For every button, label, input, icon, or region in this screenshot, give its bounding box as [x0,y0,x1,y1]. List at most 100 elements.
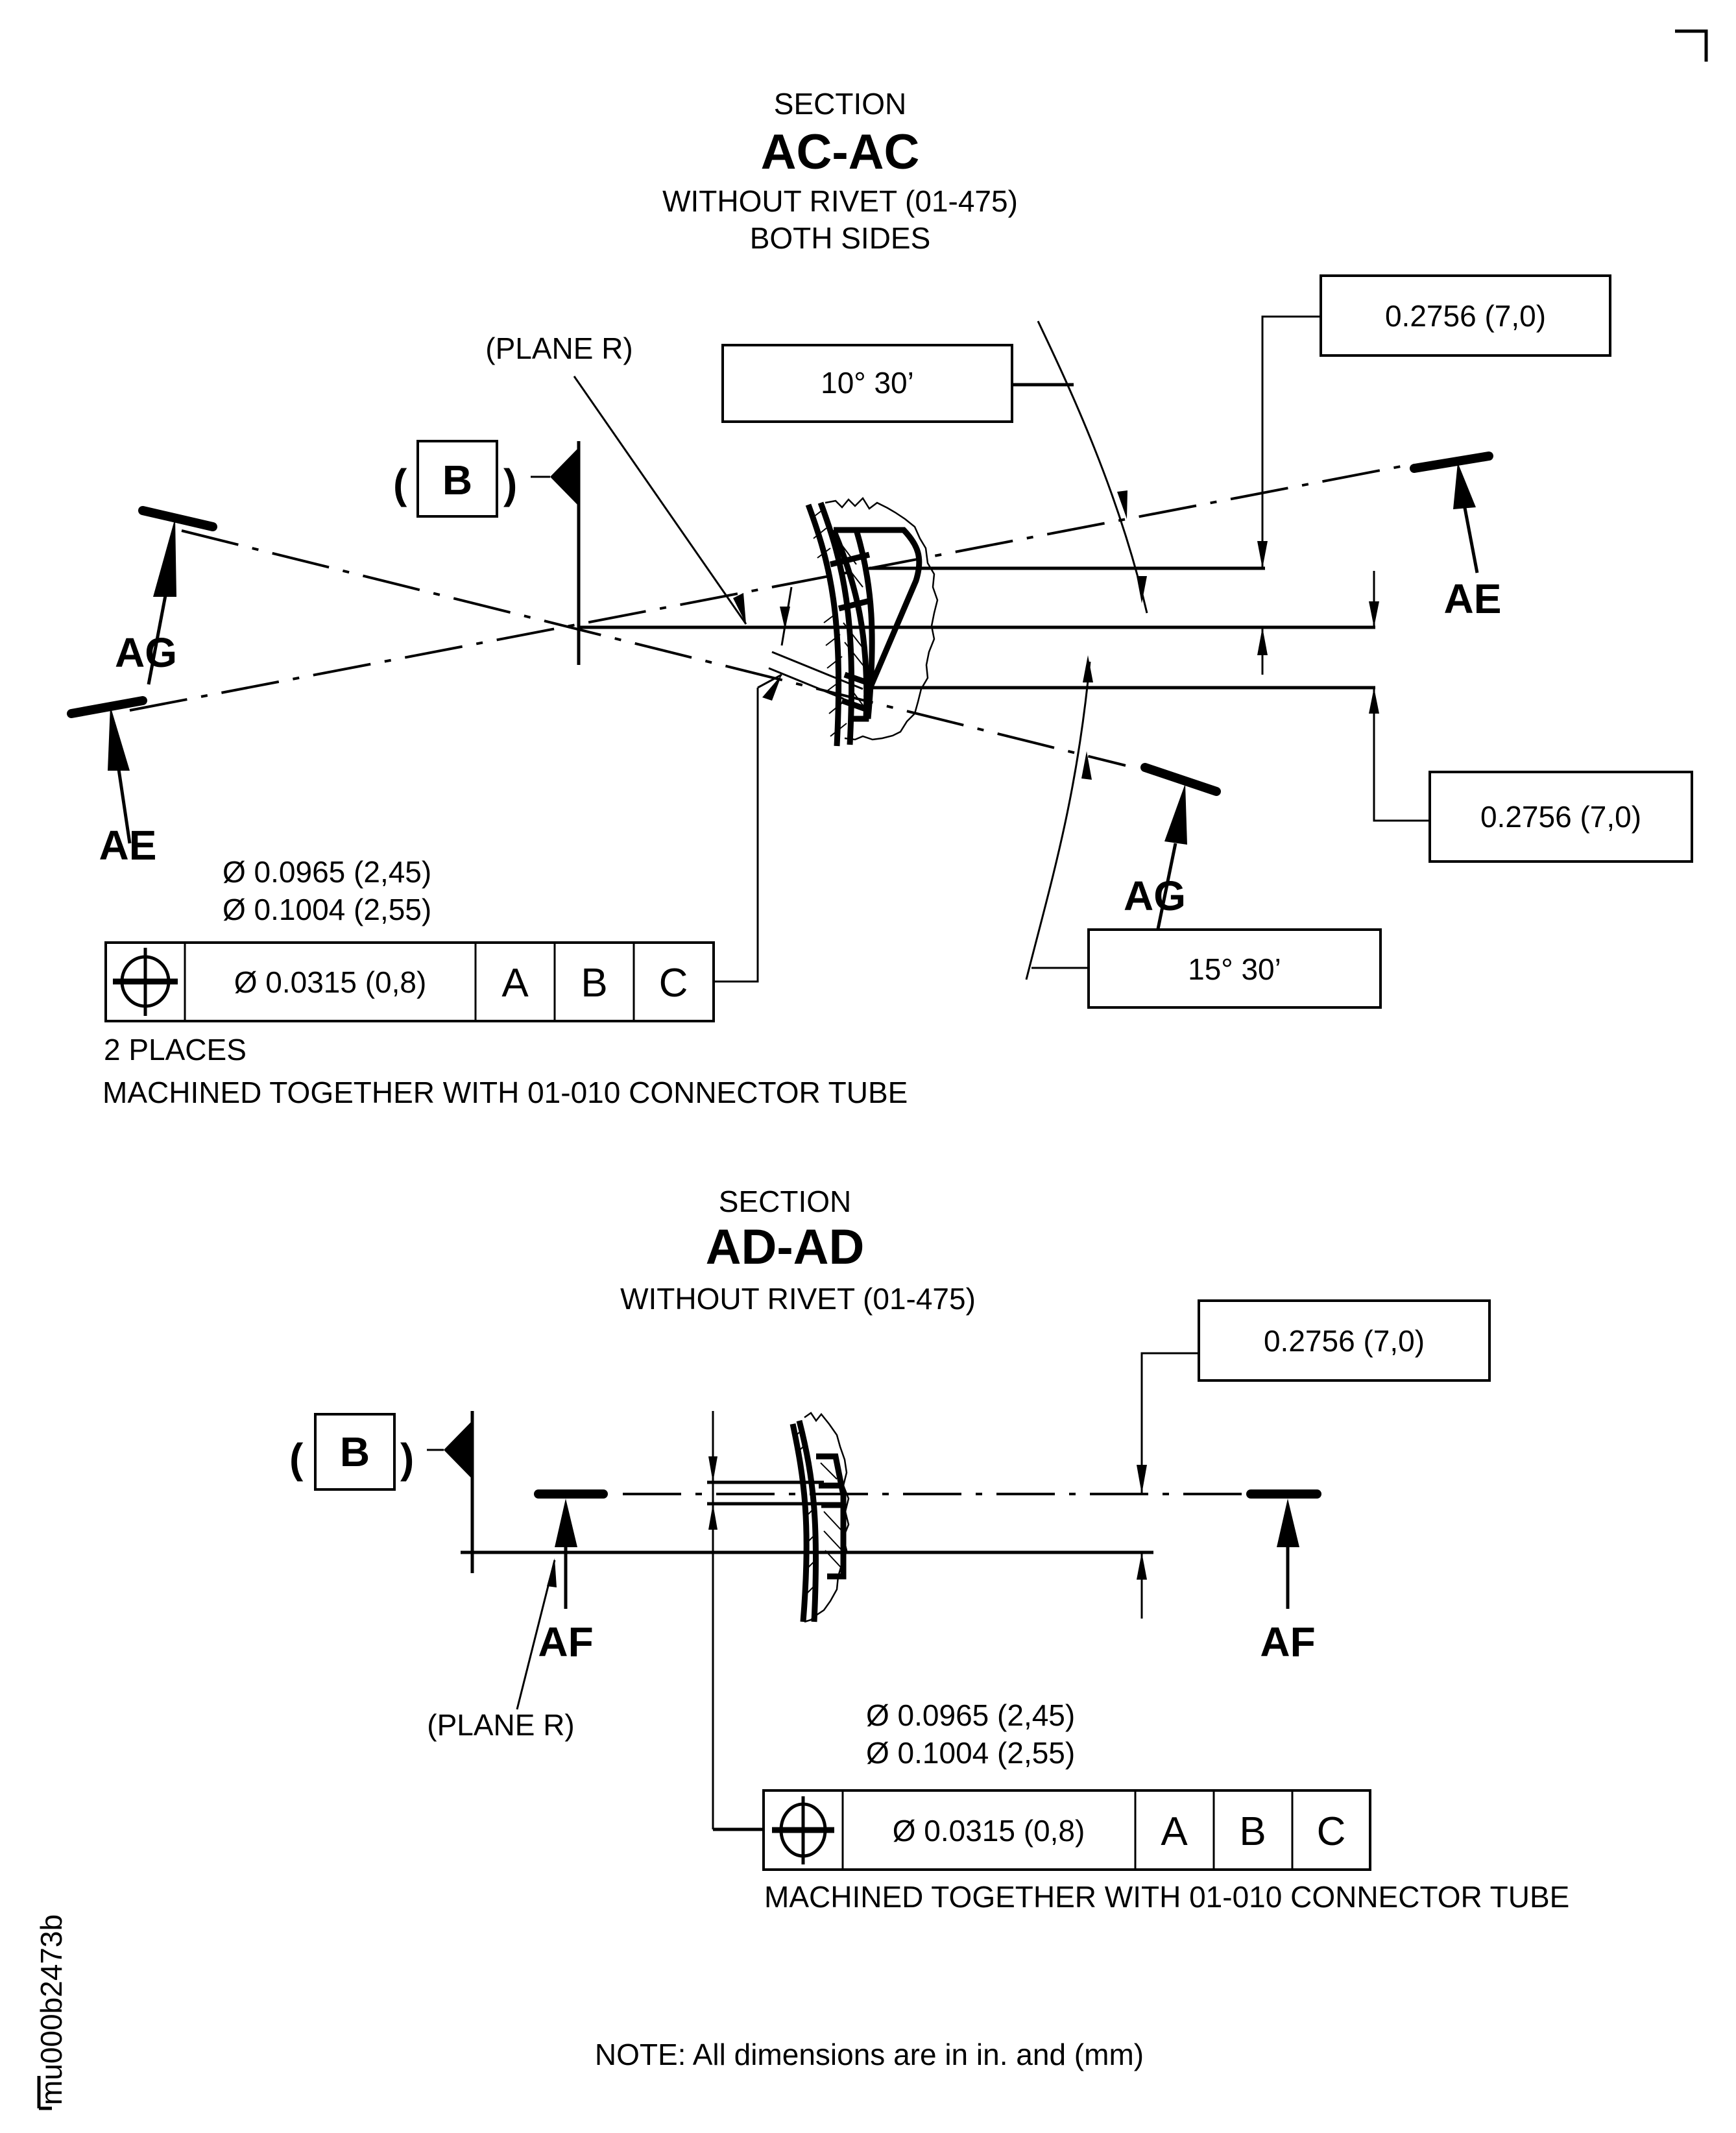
dim-box-right [1429,771,1693,863]
af-right-arrow [1277,1499,1299,1547]
section-ac-ac: SECTION AC-AC WITHOUT RIVET (01-475) BOT… [67,87,1693,1109]
ae-right-arrow [1453,463,1476,509]
fcf-datum-a: A [501,961,529,1006]
af-left-arrow [555,1499,577,1547]
plane-r-leader-arrow [733,593,746,624]
datum-b-frame [416,440,498,518]
fcf-tolerance: Ø 0.0315 (0,8) [234,965,427,999]
axis-ae [129,463,1415,712]
angle-top-arrow-2 [1137,576,1147,603]
ae-right-label: AE [1444,575,1502,622]
section-ad-caption: SECTION [719,1185,851,1218]
ae-left-arrow-shaft [117,769,132,844]
angle-box-top [721,344,1013,423]
cut-line-ag-top [138,506,217,531]
cut-line-ag-bottom [1140,763,1221,796]
feature-control-frame-ac: Ø 0.0315 (0,8) A B C [104,941,715,1022]
hole-dia-max: Ø 0.1004 (2,55) [223,893,431,926]
ag-bottom-label: AG [1124,873,1186,919]
dim-box-ad [1198,1299,1491,1382]
dim-right-arrow-up [1369,688,1379,714]
datum-b-letter: B [442,457,472,503]
ag-bottom-arrow-shaft [1156,843,1177,930]
cut-line-ae-right [1410,452,1493,473]
hole-arrow-up-ad [708,1504,717,1530]
angle-box-bottom [1087,928,1382,1009]
dim-right-arrow-down [1369,601,1379,627]
section-ac-caption: SECTION [774,87,906,121]
part-section-ac [805,497,939,747]
angle-top-arrow-1 [1117,490,1127,519]
af-right-label: AF [1260,1619,1315,1665]
ag-top-label: AG [115,629,177,676]
fcf-datum-b-ad: B [1239,1809,1266,1854]
fcf-datum-a-ad: A [1161,1809,1188,1854]
ag-bottom-arrow [1164,784,1187,845]
dim-top-leader [1261,315,1321,568]
fcf-leader-arrow [762,675,782,701]
plane-r-leader-arrow-ad [547,1558,557,1587]
section-ad-title: AD-AD [706,1220,865,1275]
section-ac-title: AC-AC [761,125,920,180]
plane-r-label: (PLANE R) [485,331,633,365]
section-ac-subtitle-2: BOTH SIDES [750,221,931,255]
dim-ad-text: 0.2756 (7,0) [1264,1324,1425,1358]
dim-top-text: 0.2756 (7,0) [1385,299,1546,333]
fcf-leader-diag [757,673,782,689]
section-ad-subtitle: WITHOUT RIVET (01-475) [620,1282,976,1316]
dim-box-top [1320,274,1611,357]
hole-dia-max-ad: Ø 0.1004 (2,55) [866,1736,1075,1770]
hole-arrow-up [780,607,790,629]
axis-ag [181,529,1126,767]
fcf-datum-c-ad: C [1317,1809,1346,1854]
dim-top-arrow-down [1257,541,1268,568]
ag-top-arrow-shaft [147,595,167,685]
plane-r-label-ad: (PLANE R) [427,1708,574,1742]
section-ad-ad: SECTION AD-AD WITHOUT RIVET (01-475) ( B… [289,1185,1569,1914]
datum-b-triangle [550,448,579,506]
datum-b-close-paren: ) [503,461,517,507]
position-icon [113,948,178,1016]
angle-top-arc [1037,320,1148,614]
machining-note-ad: MACHINED TOGETHER WITH 01-010 CONNECTOR … [764,1880,1569,1914]
feature-control-frame-ad: Ø 0.0315 (0,8) A B C [762,1789,1371,1871]
datum-b-close-paren-ad: ) [400,1435,414,1482]
fcf-tolerance-ad: Ø 0.0315 (0,8) [893,1814,1085,1848]
angle-bottom-text: 15° 30’ [1188,952,1281,986]
position-icon [772,1796,834,1864]
plane-r-leader [573,376,747,625]
part-section-ad [790,1412,850,1623]
angle-top-text: 10° 30’ [821,366,914,400]
machining-note-ac: MACHINED TOGETHER WITH 01-010 CONNECTOR … [102,1076,908,1109]
hole-line-1 [771,651,863,690]
datum-b-open-paren-ad: ( [289,1435,304,1482]
ae-left-arrow [108,706,130,771]
dim-right-text: 0.2756 (7,0) [1480,800,1641,834]
hole-dia-min-ad: Ø 0.0965 (2,45) [866,1698,1075,1732]
cut-line-ae-left [67,696,147,718]
dim-right-leader [1373,688,1430,822]
corner-mark [1675,29,1708,62]
fcf-leader [714,688,759,983]
section-ac-subtitle: WITHOUT RIVET (01-475) [662,184,1018,218]
hole-arrow-down-ad [708,1456,717,1482]
datum-b-frame-ad [314,1413,396,1491]
datum-b-letter-ad: B [340,1428,370,1475]
angle-bottom-arrow-1 [1081,751,1092,780]
angle-bottom-arrow-2 [1083,655,1093,682]
units-note: NOTE: All dimensions are in in. and (mm) [595,2038,1144,2071]
ae-right-arrow-shaft [1463,507,1479,573]
datum-b-open-paren: ( [393,461,407,507]
dim-ad-leader [1140,1352,1199,1494]
angle-bottom-arc [1025,661,1091,980]
ae-left-label: AE [99,822,157,869]
hole-dia-min: Ø 0.0965 (2,45) [223,855,431,889]
hole-line-2 [768,667,844,700]
fcf-datum-c: C [659,961,688,1006]
places-note: 2 PLACES [104,1033,247,1066]
drawing-id: mu000b2473b [34,1914,68,2105]
datum-b-triangle-ad [444,1421,472,1479]
dim-ad-arrow-down [1137,1465,1147,1494]
ag-top-arrow [153,518,176,597]
